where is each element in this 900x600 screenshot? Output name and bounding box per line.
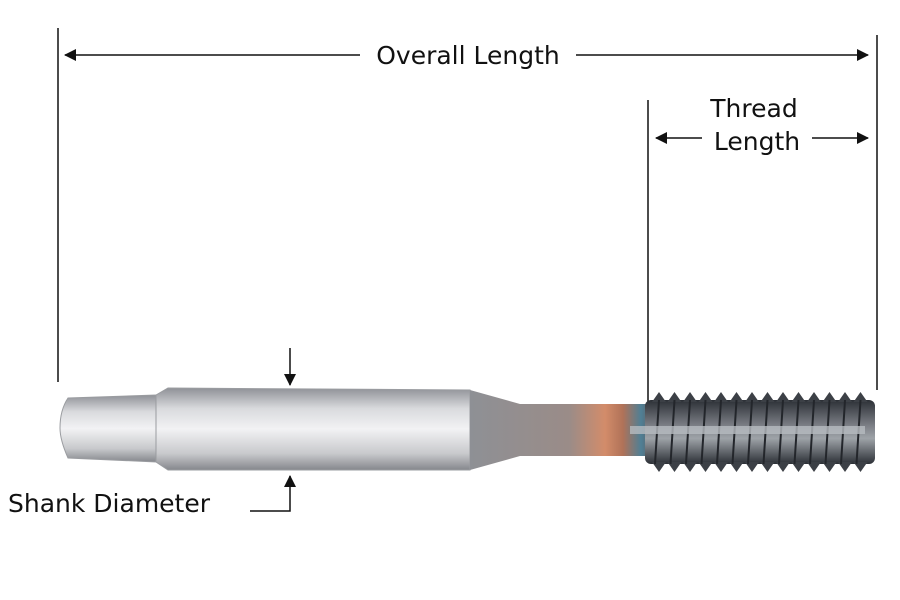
thread-tooth bbox=[760, 462, 775, 472]
thread-tooth bbox=[729, 392, 744, 402]
thread-label-line1: Thread bbox=[709, 94, 797, 123]
thread-label-line2: Length bbox=[714, 127, 800, 156]
shank-diameter-dimension: Shank Diameter bbox=[8, 348, 296, 518]
thread-tooth bbox=[838, 392, 852, 402]
shank bbox=[155, 387, 471, 471]
thread-tooth bbox=[776, 392, 790, 402]
thread-tooth bbox=[745, 462, 759, 472]
thread-tooth bbox=[745, 392, 759, 402]
neck bbox=[470, 390, 650, 470]
thread-tooth bbox=[652, 392, 666, 402]
thread-tooth bbox=[683, 462, 697, 472]
thread-tooth bbox=[776, 462, 790, 472]
thread-tooth bbox=[822, 462, 837, 472]
thread-tooth bbox=[667, 462, 682, 472]
thread-tooth bbox=[714, 462, 728, 472]
overall-length-dimension: Overall Length bbox=[57, 28, 878, 390]
thread-tooth bbox=[698, 462, 713, 472]
thread-tooth bbox=[667, 392, 682, 402]
tap-tool-image bbox=[59, 387, 875, 472]
thread-tooth bbox=[791, 462, 806, 472]
flute bbox=[630, 426, 865, 434]
square-drive-end bbox=[59, 394, 157, 463]
thread-tooth bbox=[683, 392, 697, 402]
thread-tooth bbox=[698, 392, 713, 402]
arrow-up-icon bbox=[250, 475, 296, 512]
thread-tooth bbox=[791, 392, 806, 402]
thread-tooth bbox=[853, 392, 868, 402]
thread-tooth bbox=[822, 392, 837, 402]
thread-tooth bbox=[807, 462, 821, 472]
thread-tooth bbox=[838, 462, 852, 472]
overall-length-label: Overall Length bbox=[376, 41, 560, 70]
thread-length-dimension: Thread Length bbox=[647, 94, 869, 402]
thread-tooth bbox=[652, 462, 666, 472]
thread-tooth bbox=[853, 462, 868, 472]
thread-tooth bbox=[807, 392, 821, 402]
thread-tooth bbox=[714, 392, 728, 402]
thread-tooth bbox=[729, 462, 744, 472]
thread-tooth bbox=[760, 392, 775, 402]
shank-diameter-label: Shank Diameter bbox=[8, 489, 211, 518]
